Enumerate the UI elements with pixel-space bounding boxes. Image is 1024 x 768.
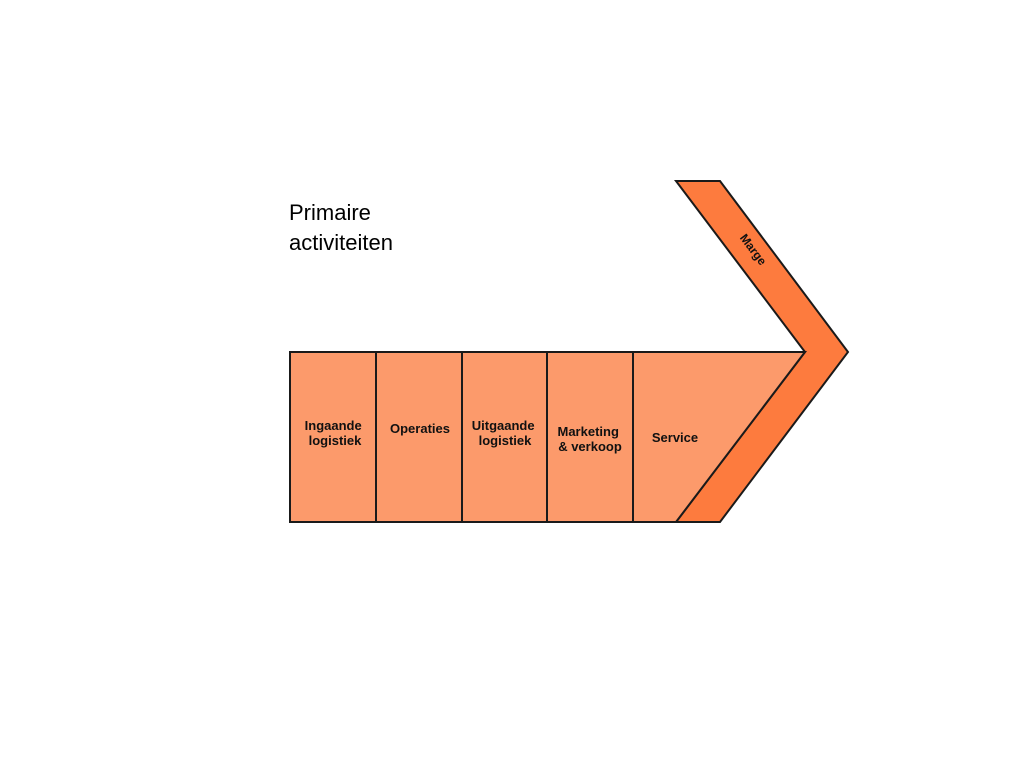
diagram-heading: Primaire activiteiten [289, 198, 393, 258]
activity-box-5 [632, 351, 808, 523]
heading-line-1: Primaire [289, 200, 371, 225]
activity-label-5: Service [652, 430, 698, 445]
activity-label-2: Operaties [390, 421, 450, 436]
activity-label-2-line-1: Operaties [390, 421, 450, 436]
heading-line-2: activiteiten [289, 230, 393, 255]
activity-label-4: Marketing & verkoop [557, 424, 622, 454]
activity-label-3-line-2: logistiek [479, 433, 533, 448]
activity-label-1-line-1: Ingaande [305, 418, 362, 433]
activity-label-3: Uitgaande logistiek [472, 418, 538, 448]
activity-box-2 [375, 351, 463, 523]
activity-label-1: Ingaande logistiek [305, 418, 366, 448]
activity-box-1 [289, 351, 377, 523]
activity-box-3 [461, 351, 548, 523]
activity-label-4-line-1: Marketing [557, 424, 618, 439]
activity-label-4-line-2: & verkoop [558, 439, 622, 454]
activity-label-1-line-2: logistiek [309, 433, 363, 448]
activity-label-3-line-1: Uitgaande [472, 418, 535, 433]
activity-label-5-line-1: Service [652, 430, 698, 445]
